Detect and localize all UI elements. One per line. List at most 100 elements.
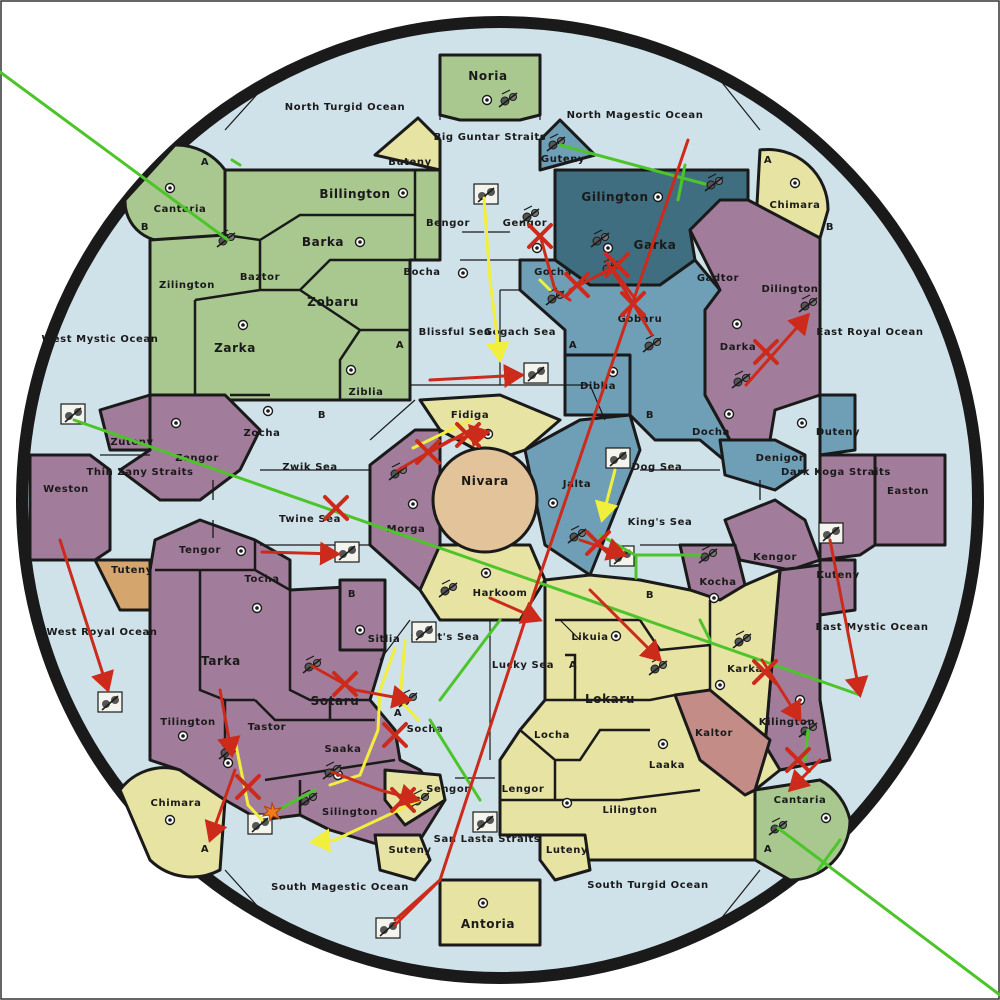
label-gobaru: Gobaru (618, 314, 663, 325)
denigor[interactable] (718, 438, 807, 492)
supply-center-icon (481, 94, 493, 106)
supply-center-icon (723, 408, 735, 420)
label-north-turgid-ocean: North Turgid Ocean (285, 102, 405, 113)
sitlia[interactable] (338, 578, 387, 652)
label-cantaria-nw: Cantaria (154, 204, 207, 215)
dilington-darka[interactable] (688, 198, 822, 442)
label-jalta: Jalta (562, 479, 591, 490)
label-locha: Locha (534, 730, 570, 741)
antoria[interactable] (438, 878, 542, 947)
label-gilington: Gilington (581, 190, 648, 204)
label-dark-koga-straits: Dark Koga Straits (781, 467, 891, 478)
supply-center-icon (457, 267, 469, 279)
luteny[interactable] (538, 833, 592, 882)
army-icon (473, 183, 499, 205)
label-san-lasta-straits: San Lasta Straits (434, 834, 541, 845)
mark-a-socha: A (394, 708, 402, 719)
label-chimara-sw: Chimara (151, 798, 202, 809)
label-zengor: Zengor (175, 453, 219, 464)
noria[interactable] (438, 53, 542, 122)
label-tilington: Tilington (160, 717, 216, 728)
nivara[interactable] (431, 446, 539, 554)
label-gadtor: Gadtor (697, 273, 739, 284)
supply-center-icon (796, 417, 808, 429)
label-lilington: Lilington (602, 805, 657, 816)
mark-a-likuia: A (569, 660, 577, 671)
label-kilington: Kilington (759, 717, 815, 728)
supply-center-icon (789, 177, 801, 189)
supply-center-icon (602, 242, 614, 254)
label-bocha: Bocha (403, 267, 440, 278)
label-lucky-sea: Lucky Sea (492, 660, 554, 671)
label-east-mystic-ocean: East Mystic Ocean (815, 622, 928, 633)
mark-a-ne: A (764, 155, 772, 166)
supply-center-icon (547, 497, 559, 509)
label-zwik-sea: Zwik Sea (282, 462, 338, 473)
label-gocha: Gocha (534, 267, 572, 278)
duteny[interactable] (818, 393, 857, 457)
supply-centers (164, 94, 832, 909)
label-garka: Garka (634, 238, 677, 252)
buteny-n[interactable] (373, 116, 442, 172)
mark-b-docha: B (646, 410, 654, 421)
label-silington: Silington (322, 807, 378, 818)
label-tastor: Tastor (248, 722, 286, 733)
label-noria: Noria (468, 69, 507, 83)
label-kocha: Kocha (699, 577, 736, 588)
label-sotaru: Sotaru (311, 694, 360, 708)
supply-center-icon (251, 602, 263, 614)
supply-center-icon (164, 182, 176, 194)
label-tocha: Tocha (244, 574, 279, 585)
easton[interactable] (873, 453, 947, 547)
weston[interactable] (28, 453, 112, 562)
label-harkoom: Harkoom (473, 588, 528, 599)
harkoom[interactable] (418, 543, 547, 622)
label-laaka: Laaka (649, 760, 685, 771)
label-nivara: Nivara (461, 474, 509, 488)
label-denigor: Denigor (756, 453, 805, 464)
label-duteny: Duteny (816, 427, 860, 438)
supply-center-icon (657, 738, 669, 750)
mark-a-se: A (764, 844, 772, 855)
kuteny[interactable] (818, 558, 857, 617)
label-karka: Karka (727, 664, 763, 675)
mark-b-nw: B (141, 222, 149, 233)
label-lengor: Lengor (502, 784, 545, 795)
supply-center-icon (708, 592, 720, 604)
mark-b-kocha: B (646, 590, 654, 601)
supply-center-icon (820, 812, 832, 824)
label-dog-sea: Dog Sea (632, 462, 683, 473)
label-weston: Weston (43, 484, 89, 495)
label-kengor: Kengor (753, 552, 797, 563)
supply-center-icon (237, 319, 249, 331)
supply-center-icon (397, 187, 409, 199)
label-twine-sea: Twine Sea (279, 514, 341, 525)
army-icon (605, 447, 631, 469)
mark-a-nw: A (201, 157, 209, 168)
label-west-royal-ocean: West Royal Ocean (46, 627, 157, 638)
tuteny[interactable] (93, 558, 152, 612)
label-south-magestic-ocean: South Magestic Ocean (271, 882, 409, 893)
supply-center-icon (561, 797, 573, 809)
label-bengor: Bengor (426, 218, 470, 229)
mark-a-gobaru: A (569, 340, 577, 351)
label-lokaru: Lokaru (585, 692, 635, 706)
mark-a-zobaru: A (396, 340, 404, 351)
supply-center-icon (714, 679, 726, 691)
label-antoria: Antoria (461, 917, 515, 931)
label-sengor: Sengor (426, 784, 470, 795)
label-big-guntar-straits: Big Guntar Straits (434, 132, 547, 143)
label-ziblia: Ziblia (348, 387, 383, 398)
cantaria-se[interactable] (753, 778, 852, 882)
supply-center-icon (731, 318, 743, 330)
label-darka: Darka (720, 342, 756, 353)
label-barka: Barka (302, 235, 344, 249)
zuteny[interactable] (98, 393, 152, 452)
suteny[interactable] (373, 833, 432, 882)
label-blissful-sea: Blissful Sea (419, 327, 492, 338)
label-buteny: Buteny (388, 157, 432, 168)
supply-center-icon (164, 814, 176, 826)
supply-center-icon (794, 694, 806, 706)
supply-center-icon (262, 405, 274, 417)
